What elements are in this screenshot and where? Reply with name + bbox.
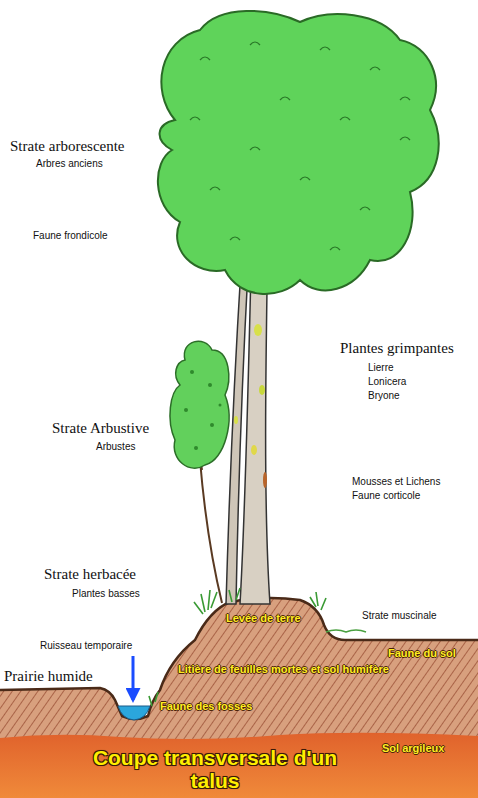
soil-profile xyxy=(0,598,478,798)
climbing-plants xyxy=(234,324,267,488)
note-label: Ruisseau temporaire xyxy=(40,640,132,652)
stratum-label: Prairie humide xyxy=(4,668,93,685)
soil-label: Sol argileux xyxy=(382,742,444,755)
ditch-water xyxy=(118,706,150,720)
stratum-label: Strate arborescente xyxy=(10,138,125,155)
shrub-texture xyxy=(184,370,222,450)
note-label: Arbustes xyxy=(96,441,135,453)
soil-label: Levée de terre xyxy=(226,612,301,625)
note-label: Plantes basses xyxy=(72,588,140,600)
tree-canopy xyxy=(158,11,439,294)
clay-layer xyxy=(0,733,478,798)
note-label: Bryone xyxy=(368,390,400,402)
ground-surface xyxy=(0,598,478,719)
diagram-title: Coupe transversale d'un talus xyxy=(90,746,340,792)
canopy-texture xyxy=(190,42,410,250)
note-label: Strate muscinale xyxy=(362,610,436,622)
shrub-foliage xyxy=(170,341,229,468)
soil-label: Litière de feuilles mortes et sol humifè… xyxy=(178,663,389,676)
note-label: Faune corticole xyxy=(352,490,420,502)
stratum-label: Plantes grimpantes xyxy=(340,340,454,357)
stratum-label: Strate herbacée xyxy=(44,566,136,583)
soil-label: Faune des fosses xyxy=(160,700,252,713)
note-label: Lierre xyxy=(368,362,394,374)
soil-label: Faune du sol xyxy=(388,647,456,660)
stratum-label: Strate Arbustive xyxy=(52,420,149,437)
moss-strip xyxy=(326,630,366,632)
stream-arrow xyxy=(132,656,135,700)
grass-tufts xyxy=(149,588,326,706)
note-label: Faune frondicole xyxy=(33,230,108,242)
note-label: Lonicera xyxy=(368,376,406,388)
note-label: Arbres anciens xyxy=(36,158,103,170)
note-label: Mousses et Lichens xyxy=(352,476,440,488)
